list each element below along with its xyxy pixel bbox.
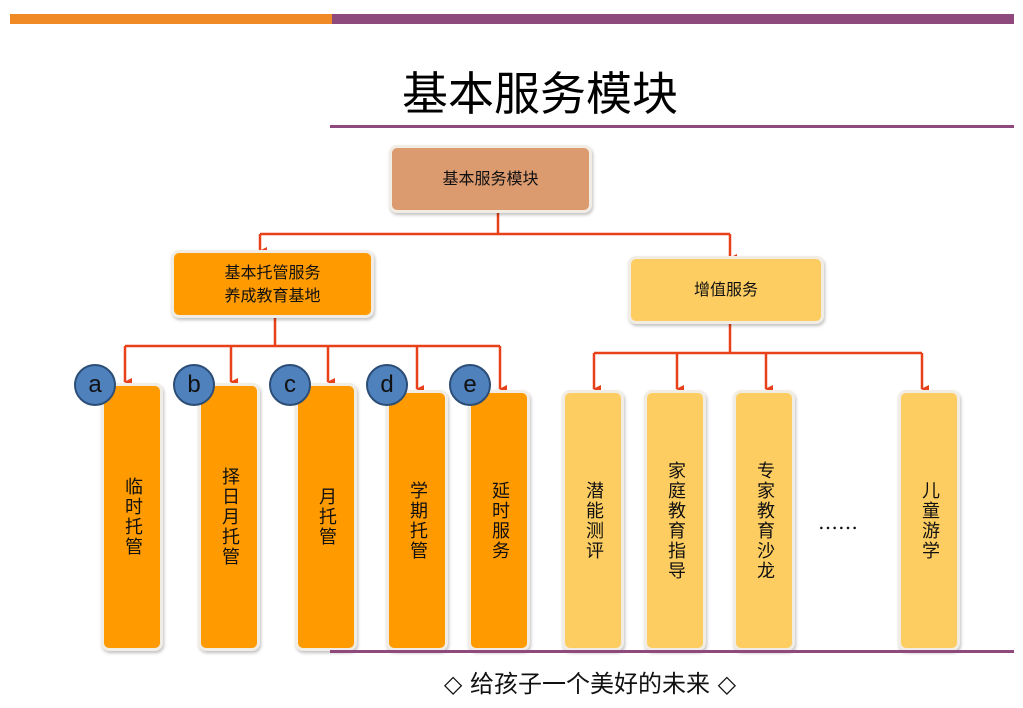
value-node-4-label: 儿童游学 [919, 480, 940, 561]
page-title: 基本服务模块 [402, 67, 678, 121]
root-node: 基本服务模块 [389, 145, 592, 213]
root-node-label: 基本服务模块 [442, 169, 539, 189]
connector-value-bus [594, 323, 922, 355]
child-node-d: 学期托管 [386, 390, 448, 651]
badge-b: b [173, 364, 215, 406]
footer-slogan: ◇ 给孩子一个美好的未来 ◇ [443, 670, 737, 698]
title-divider [330, 125, 1014, 128]
value-node-3-label: 专家教育沙龙 [754, 460, 775, 581]
basic-service-line2: 养成教育基地 [224, 286, 321, 305]
more-items-ellipsis: …… [818, 510, 858, 534]
basic-service-line1: 基本托管服务 [224, 262, 321, 282]
child-node-b: 择日月托管 [198, 383, 260, 651]
child-node-c-label: 月托管 [316, 487, 337, 547]
connector-root [260, 212, 730, 236]
badge-e: e [449, 364, 491, 406]
child-node-c: 月托管 [295, 383, 357, 651]
basic-service-node: 基本托管服务 养成教育基地 [171, 250, 374, 318]
child-node-e-label: 延时服务 [489, 480, 510, 561]
connector-basic-bus [125, 316, 500, 348]
badge-a: a [74, 364, 116, 406]
badge-d: d [366, 364, 408, 406]
value-node-2: 家庭教育指导 [644, 390, 706, 651]
child-node-d-label: 学期托管 [407, 480, 428, 561]
child-node-a-label: 临时托管 [122, 477, 143, 557]
value-node-1: 潜能测评 [562, 390, 624, 651]
badge-c: c [269, 364, 311, 406]
value-added-service-label: 增值服务 [693, 280, 758, 300]
footer-divider [330, 650, 1014, 653]
child-node-b-label: 择日月托管 [219, 467, 240, 567]
value-node-3: 专家教育沙龙 [733, 390, 795, 651]
value-node-4: 儿童游学 [898, 390, 960, 651]
top-accent-bar-orange [10, 14, 332, 24]
child-node-a: 临时托管 [101, 383, 163, 651]
top-accent-bar-purple [332, 14, 1014, 24]
value-node-1-label: 潜能测评 [583, 480, 604, 561]
value-added-service-node: 增值服务 [628, 256, 824, 324]
value-node-2-label: 家庭教育指导 [665, 460, 686, 581]
child-node-e: 延时服务 [468, 390, 530, 651]
